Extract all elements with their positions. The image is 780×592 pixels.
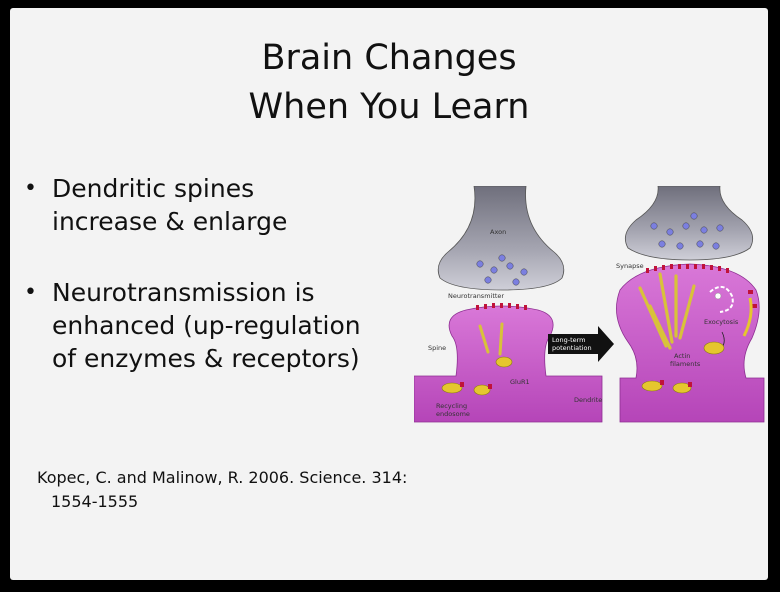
label-actin: Actin <box>674 352 690 360</box>
axon-terminal <box>437 186 565 291</box>
bullet-dot-icon: • <box>24 176 37 201</box>
citation-text: 1554-1555 <box>51 492 139 511</box>
slide-title: Brain Changes When You Learn <box>10 34 768 132</box>
citation-text: Kopec, C. and Malinow, R. 2006. Science.… <box>37 468 408 487</box>
receptors-left <box>476 303 527 310</box>
label-glur1: GluR1 <box>510 378 530 386</box>
label-synapse: Synapse <box>616 262 644 270</box>
axon-terminal-right <box>624 186 754 261</box>
vesicles-left <box>476 254 528 286</box>
ltp-illustration: Axon Neurotransmitter Spine GluR1 Recycl… <box>414 186 766 426</box>
label-ltp-1: Long-term <box>552 336 586 344</box>
label-filaments: filaments <box>670 360 701 368</box>
bullet-text: of enzymes & receptors) <box>52 344 360 373</box>
slide: Brain Changes When You Learn • Dendritic… <box>10 8 768 580</box>
actin-filaments-left <box>478 322 504 356</box>
bullet-list: • Dendritic spines increase & enlarge • … <box>24 172 404 375</box>
bullet-text: Dendritic spines <box>52 174 255 203</box>
label-neurotransmitter: Neurotransmitter <box>448 292 504 300</box>
vesicles-right <box>650 212 724 250</box>
endosomes-left <box>441 356 513 396</box>
receptors-right <box>646 264 757 308</box>
label-dendrite: Dendrite <box>574 396 602 404</box>
citation: Kopec, C. and Malinow, R. 2006. Science.… <box>37 466 457 514</box>
bullet-text: increase & enlarge <box>52 207 288 236</box>
actin-filaments-right <box>638 272 696 350</box>
label-endosome: endosome <box>436 410 470 418</box>
title-line: When You Learn <box>248 87 530 127</box>
label-spine: Spine <box>428 344 446 352</box>
bullet-dot-icon: • <box>24 280 37 305</box>
bullet-text: Neurotransmission is <box>52 278 315 307</box>
bullet-item: • Neurotransmission is enhanced (up-regu… <box>24 276 404 375</box>
bullet-text: enhanced (up-regulation <box>52 311 361 340</box>
label-ltp-2: potentiation <box>552 344 592 352</box>
label-axon: Axon <box>490 228 506 236</box>
ltp-arrow <box>548 326 614 362</box>
exocytosis-cycle <box>709 285 753 353</box>
title-line: Brain Changes <box>261 38 517 78</box>
synapse-diagram: Axon Neurotransmitter Spine GluR1 Recycl… <box>414 186 765 423</box>
bullet-item: • Dendritic spines increase & enlarge <box>24 172 404 238</box>
endosomes-right <box>641 341 725 394</box>
label-recycling: Recycling <box>436 402 467 410</box>
label-exocytosis: Exocytosis <box>704 318 739 326</box>
